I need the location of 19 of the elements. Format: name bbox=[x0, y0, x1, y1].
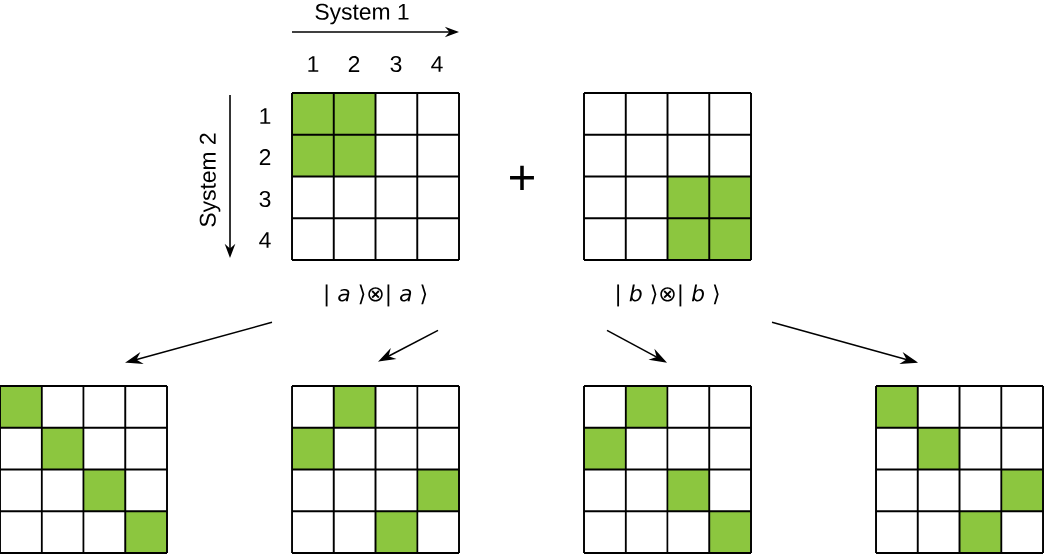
formula-label: | b ⟩⊗| b ⟩ bbox=[617, 284, 719, 307]
index-number: 3 bbox=[390, 55, 402, 73]
index-number: 3 bbox=[259, 190, 271, 208]
formula-label: | a ⟩⊗| a ⟩ bbox=[325, 284, 427, 307]
grid-drawing bbox=[0, 385, 168, 554]
grid-drawing bbox=[875, 385, 1044, 554]
index-number: 1 bbox=[260, 108, 271, 124]
grid-drawing bbox=[291, 92, 460, 261]
axis-label: System 2 bbox=[199, 133, 221, 227]
index-number: 4 bbox=[431, 56, 443, 72]
index-number: 1 bbox=[308, 56, 319, 72]
index-number: 4 bbox=[259, 232, 271, 248]
plus-sign: + bbox=[510, 165, 534, 190]
grid-drawing bbox=[291, 385, 460, 554]
index-number: 2 bbox=[348, 56, 360, 72]
grid-drawing bbox=[583, 385, 752, 554]
index-number: 2 bbox=[259, 149, 271, 165]
axis-label: System 1 bbox=[315, 3, 409, 25]
grid-drawing bbox=[583, 92, 752, 261]
